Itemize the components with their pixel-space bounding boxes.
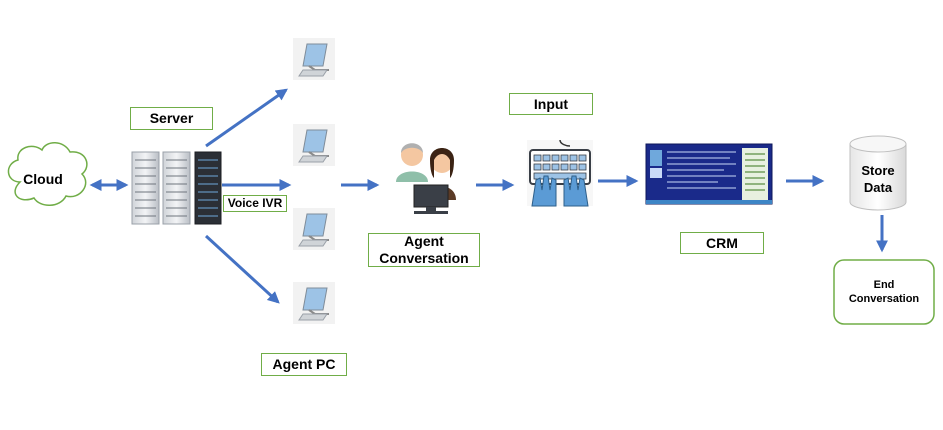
store-data-line2: Data	[863, 180, 893, 195]
voice-ivr-label: Voice IVR	[223, 195, 287, 212]
computer-monitor-icon	[293, 124, 335, 166]
server-label: Server	[130, 107, 213, 130]
cloud-label: Cloud	[23, 171, 63, 187]
agent-conversation-line2: Conversation	[379, 250, 469, 266]
keyboard-typing-icon	[527, 139, 593, 207]
end-conversation-line1: End	[873, 279, 895, 291]
arrow-server-pc4	[204, 234, 280, 304]
input-label: Input	[509, 93, 593, 115]
server-rack-icon	[131, 151, 222, 225]
agent-pc-label: Agent PC	[261, 353, 347, 376]
crm-screen-icon	[645, 143, 773, 205]
store-data-label: Store Data	[850, 162, 906, 196]
crm-label: CRM	[680, 232, 764, 254]
call-center-agents-icon	[396, 143, 456, 214]
computer-monitor-icon	[293, 38, 335, 80]
agent-conversation-line1: Agent	[404, 233, 444, 249]
cloud-shape	[7, 142, 88, 206]
end-conversation-box	[833, 259, 935, 325]
store-data-line1: Store	[861, 163, 895, 178]
arrow-server-pc1	[205, 88, 288, 148]
end-conversation-line2: Conversation	[848, 293, 920, 305]
agent-conversation-label: Agent Conversation	[368, 233, 480, 267]
computer-monitor-icon	[293, 282, 335, 324]
end-conversation-label: End Conversation	[834, 278, 934, 306]
database-cylinder-icon	[849, 135, 907, 211]
computer-monitor-icon	[293, 208, 335, 250]
